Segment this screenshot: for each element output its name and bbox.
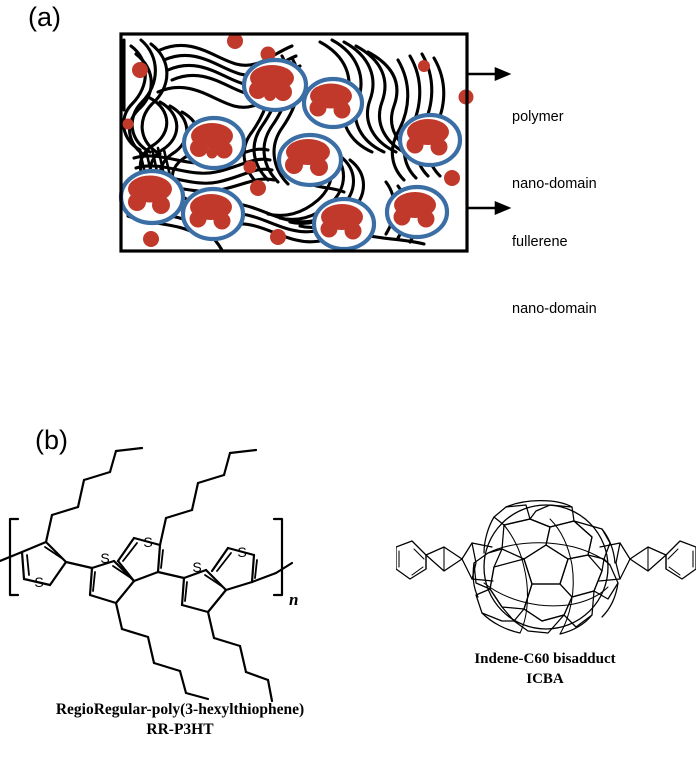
- icba-caption-line2: ICBA: [526, 670, 564, 687]
- fullerene-nano-domain: [181, 115, 247, 171]
- panel-a-morphology-diagram: [118, 32, 512, 253]
- fullerene-nano-domain: [241, 57, 309, 113]
- fullerene-nano-domain: [118, 168, 186, 226]
- rr-p3ht-caption-line2: RR-P3HT: [146, 721, 214, 739]
- thiophene-ring: [20, 540, 68, 587]
- free-fullerene-dot: [143, 231, 159, 247]
- free-fullerene-dot: [250, 180, 266, 196]
- rr-p3ht-structure: S S S S S n: [0, 446, 298, 703]
- rr-p3ht-caption-line1: RegioRegular-poly(3-hexylthiophene): [55, 701, 305, 718]
- hexyl-chain: [158, 448, 258, 547]
- fullerene-nano-domain: [301, 76, 365, 130]
- fullerene-annotation-line2: nano-domain: [512, 301, 597, 318]
- free-fullerene-dot: [270, 229, 286, 245]
- indene-adduct: [396, 540, 494, 582]
- fullerene-nano-domain: [397, 112, 463, 168]
- sulfur-atom-label: S: [143, 534, 152, 550]
- free-fullerene-dot: [418, 60, 430, 72]
- film-boundary-box: [119, 32, 469, 253]
- fullerene-nano-domain: [276, 132, 344, 188]
- repeat-unit-close-bracket: [272, 517, 284, 597]
- fullerene-nano-domain-group: [118, 57, 463, 252]
- rr-p3ht-caption: RegioRegular-poly(3-hexylthiophene) RR-P…: [0, 700, 360, 740]
- repeat-unit-subscript: n: [289, 590, 298, 609]
- sulfur-label-group: S S S S S: [34, 534, 246, 590]
- sulfur-atom-label: S: [34, 574, 43, 590]
- free-fullerene-dot: [243, 160, 257, 174]
- polymer-nano-domain-annotation: polymer nano-domain: [512, 61, 597, 241]
- fullerene-nano-domain: [180, 186, 246, 242]
- icba-structure: [396, 500, 696, 635]
- fullerene-nano-domain: [311, 196, 377, 252]
- thiophene-ring: [210, 546, 294, 584]
- hexyl-chain: [44, 446, 144, 544]
- panel-b-label: (b): [35, 425, 68, 455]
- free-fullerene-dot: [227, 33, 243, 49]
- free-fullerene-dot: [444, 170, 460, 186]
- sulfur-atom-label: S: [100, 550, 109, 566]
- free-fullerene-dot: [132, 62, 148, 78]
- fullerene-nano-domain-annotation: fullerene nano-domain: [512, 186, 597, 366]
- thiophene-ring: [116, 536, 186, 583]
- sulfur-atom-label: S: [237, 544, 246, 560]
- indene-adduct: [598, 540, 696, 582]
- icba-caption: Indene-C60 bisadduct ICBA: [400, 650, 690, 689]
- fullerene-arrow-head: [494, 201, 512, 215]
- polymer-annotation-line1: polymer: [512, 108, 564, 125]
- fullerene-nano-domain: [384, 184, 450, 240]
- polymer-arrow-head: [494, 67, 512, 81]
- icba-caption-line1: Indene-C60 bisadduct: [474, 651, 616, 667]
- free-fullerene-dot: [122, 118, 134, 130]
- hexyl-chain: [114, 601, 210, 701]
- fullerene-annotation-line1: fullerene: [512, 233, 568, 250]
- panel-a-label: (a): [28, 2, 61, 32]
- sulfur-atom-label: S: [192, 559, 201, 575]
- c60-cage: [472, 500, 619, 635]
- hexyl-chain: [206, 610, 274, 703]
- free-fullerene-dot: [260, 46, 276, 62]
- polymer-annotation-line2: nano-domain: [512, 176, 597, 193]
- annotation-arrow-group: [468, 67, 512, 215]
- thiophene-ring: [180, 568, 254, 614]
